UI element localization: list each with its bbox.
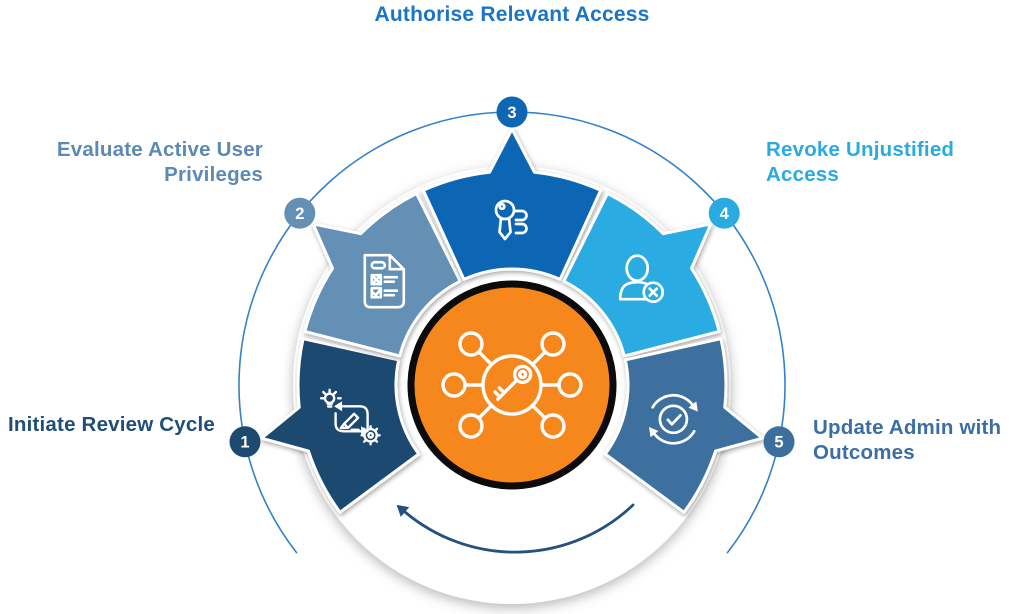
step-4-badge-circle [708, 197, 740, 229]
review-cycle-icon [319, 388, 381, 446]
step-4-badge: 4 [708, 197, 740, 229]
step-3-badge-number: 3 [507, 104, 516, 122]
step-2-badge-circle [284, 197, 316, 229]
step-1-badge-circle [229, 426, 261, 458]
checklist-document-icon [363, 253, 406, 309]
step-4-badge-number: 4 [720, 205, 730, 223]
step-3-badge: 3 [496, 96, 528, 128]
wedge-shape-1 [260, 337, 421, 514]
wedge-shape-5 [603, 337, 764, 514]
step-2-label: Evaluate Active User Privileges [56, 138, 263, 186]
step-4-label: Revoke Unjustified Access [766, 138, 955, 186]
step-1-badge: 1 [229, 426, 261, 458]
step-5-badge-circle [763, 426, 795, 458]
step-3-badge-circle [496, 96, 528, 128]
wedge-step-1 [260, 337, 421, 514]
user-remove-icon [618, 254, 665, 304]
wedge-step-3 [421, 127, 603, 281]
step-3-label: Authorise Relevant Access [374, 3, 650, 26]
step-5-badge-number: 5 [774, 434, 783, 452]
wedge-shape-2 [303, 192, 462, 358]
wedge-step-5 [603, 337, 764, 514]
key-icon [494, 199, 528, 241]
wedge-step-4 [562, 192, 721, 358]
step-1-badge-number: 1 [240, 434, 249, 452]
cycle-direction-arrow [396, 503, 635, 554]
step-5-label: Update Admin with Outcomes [813, 416, 1002, 464]
key-network-icon [441, 331, 583, 439]
step-5-badge: 5 [763, 426, 795, 458]
cycle-arrow-head [396, 504, 410, 517]
refresh-check-icon [649, 393, 698, 445]
step-2-badge-number: 2 [295, 205, 304, 223]
cycle-arrow-curve [403, 503, 635, 554]
step-2-badge: 2 [284, 197, 316, 229]
step-1-label: Initiate Review Cycle [8, 413, 216, 436]
wedge-step-2 [303, 192, 462, 358]
wedge-shape-4 [562, 192, 721, 358]
